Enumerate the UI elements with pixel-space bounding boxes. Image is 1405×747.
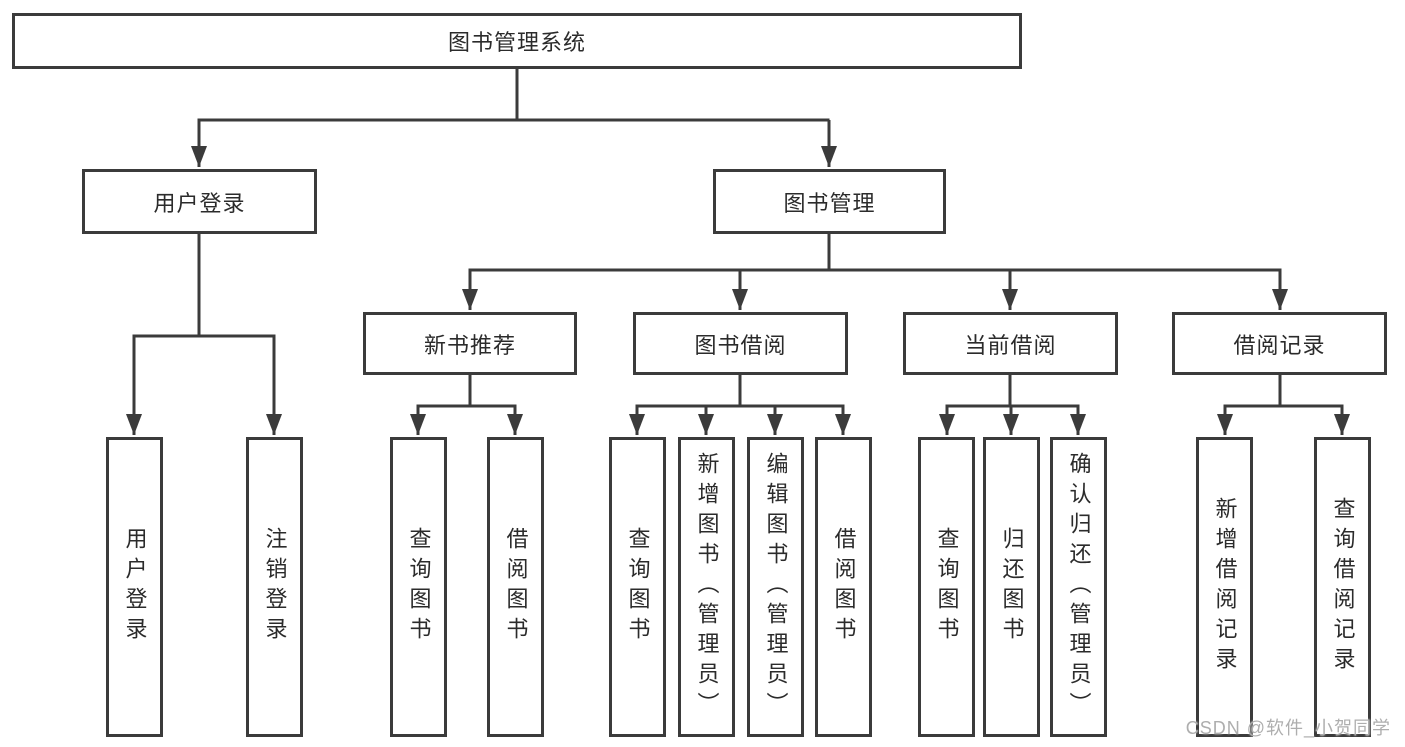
node-borrow-records-label: 借阅记录 [1233, 332, 1326, 358]
node-current-borrow: 当前借阅 [903, 312, 1118, 375]
leaf-current-return-books-label: 归还图书 [999, 527, 1025, 647]
leaf-borrow-borrow-books-label: 借阅图书 [831, 527, 857, 647]
node-user-login: 用户登录 [82, 169, 317, 234]
leaf-records-add-label: 新增借阅记录 [1212, 497, 1238, 677]
leaf-recommend-borrow-books-label: 借阅图书 [503, 527, 529, 647]
leaf-borrow-borrow-books: 借阅图书 [815, 437, 872, 737]
leaf-current-query-books: 查询图书 [918, 437, 975, 737]
leaf-borrow-add-books-label: 新增图书（管理员） [694, 452, 720, 722]
node-book-borrow-label: 图书借阅 [694, 332, 787, 358]
node-borrow-records: 借阅记录 [1172, 312, 1387, 375]
leaf-user-login: 用户登录 [106, 437, 163, 737]
leaf-borrow-query-books-label: 查询图书 [625, 527, 651, 647]
node-root-label: 图书管理系统 [447, 30, 586, 55]
csdn-watermark: CSDN @软件_小贺同学 [1185, 718, 1391, 738]
leaf-borrow-add-books: 新增图书（管理员） [678, 437, 735, 737]
node-book-borrow: 图书借阅 [633, 312, 848, 375]
leaf-borrow-edit-books-label: 编辑图书（管理员） [763, 452, 789, 722]
leaf-recommend-query-books-label: 查询图书 [406, 527, 432, 647]
node-book-management-label: 图书管理 [783, 190, 876, 216]
leaf-current-confirm-return-label: 确认归还（管理员） [1066, 452, 1092, 722]
node-new-book-recommend: 新书推荐 [363, 312, 577, 375]
node-root: 图书管理系统 [12, 13, 1022, 69]
leaf-current-query-books-label: 查询图书 [934, 527, 960, 647]
node-current-borrow-label: 当前借阅 [964, 332, 1057, 358]
leaf-records-query: 查询借阅记录 [1314, 437, 1371, 737]
leaf-records-query-label: 查询借阅记录 [1330, 497, 1356, 677]
leaf-borrow-query-books: 查询图书 [609, 437, 666, 737]
leaf-records-add: 新增借阅记录 [1196, 437, 1253, 737]
leaf-borrow-edit-books: 编辑图书（管理员） [747, 437, 804, 737]
node-new-book-recommend-label: 新书推荐 [423, 332, 516, 358]
leaf-recommend-query-books: 查询图书 [390, 437, 447, 737]
leaf-recommend-borrow-books: 借阅图书 [487, 437, 544, 737]
leaf-current-confirm-return: 确认归还（管理员） [1050, 437, 1107, 737]
leaf-logout: 注销登录 [246, 437, 303, 737]
leaf-logout-label: 注销登录 [262, 527, 288, 647]
node-user-login-label: 用户登录 [153, 190, 246, 216]
leaf-current-return-books: 归还图书 [983, 437, 1040, 737]
node-book-management: 图书管理 [713, 169, 946, 234]
leaf-user-login-label: 用户登录 [122, 527, 148, 647]
